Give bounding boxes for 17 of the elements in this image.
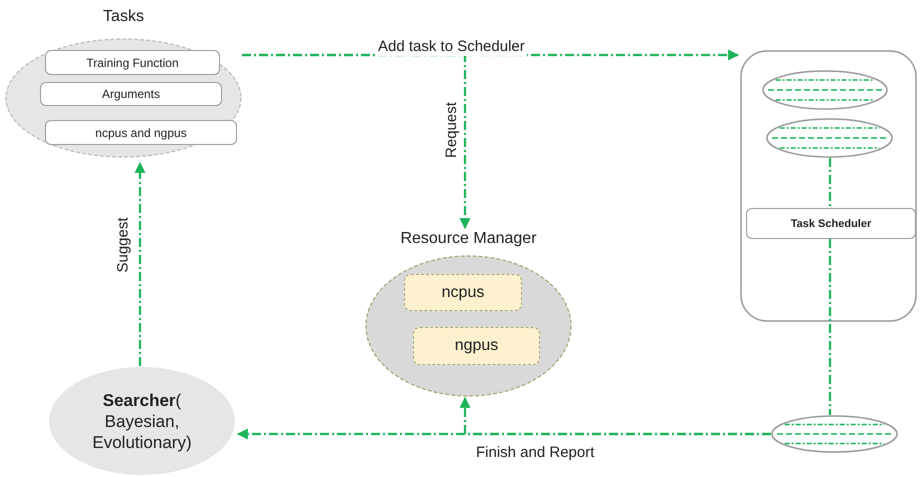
connector-line bbox=[828, 239, 832, 415]
item-box: Arguments bbox=[40, 82, 222, 106]
edge-label: Finish and Report bbox=[474, 444, 596, 462]
edge-label: Suggest bbox=[114, 215, 132, 275]
resource-box: ncpus bbox=[404, 274, 522, 311]
arrow bbox=[460, 396, 771, 436]
searcher-label: Searcher( Bayesian, Evolutionary) bbox=[91, 390, 193, 452]
resource-box: ngpus bbox=[413, 327, 540, 365]
item-box: Task Scheduler bbox=[746, 208, 916, 239]
edge-label: Request bbox=[442, 100, 461, 160]
item-box: ncpus and ngpus bbox=[45, 120, 237, 145]
arrow bbox=[134, 162, 146, 366]
edge-label: Add task to Scheduler bbox=[376, 38, 527, 56]
item-box: Training Function bbox=[45, 50, 220, 75]
group-heading: Tasks bbox=[102, 8, 145, 26]
connector-line bbox=[828, 158, 832, 208]
group-heading: Resource Manager bbox=[399, 230, 538, 248]
